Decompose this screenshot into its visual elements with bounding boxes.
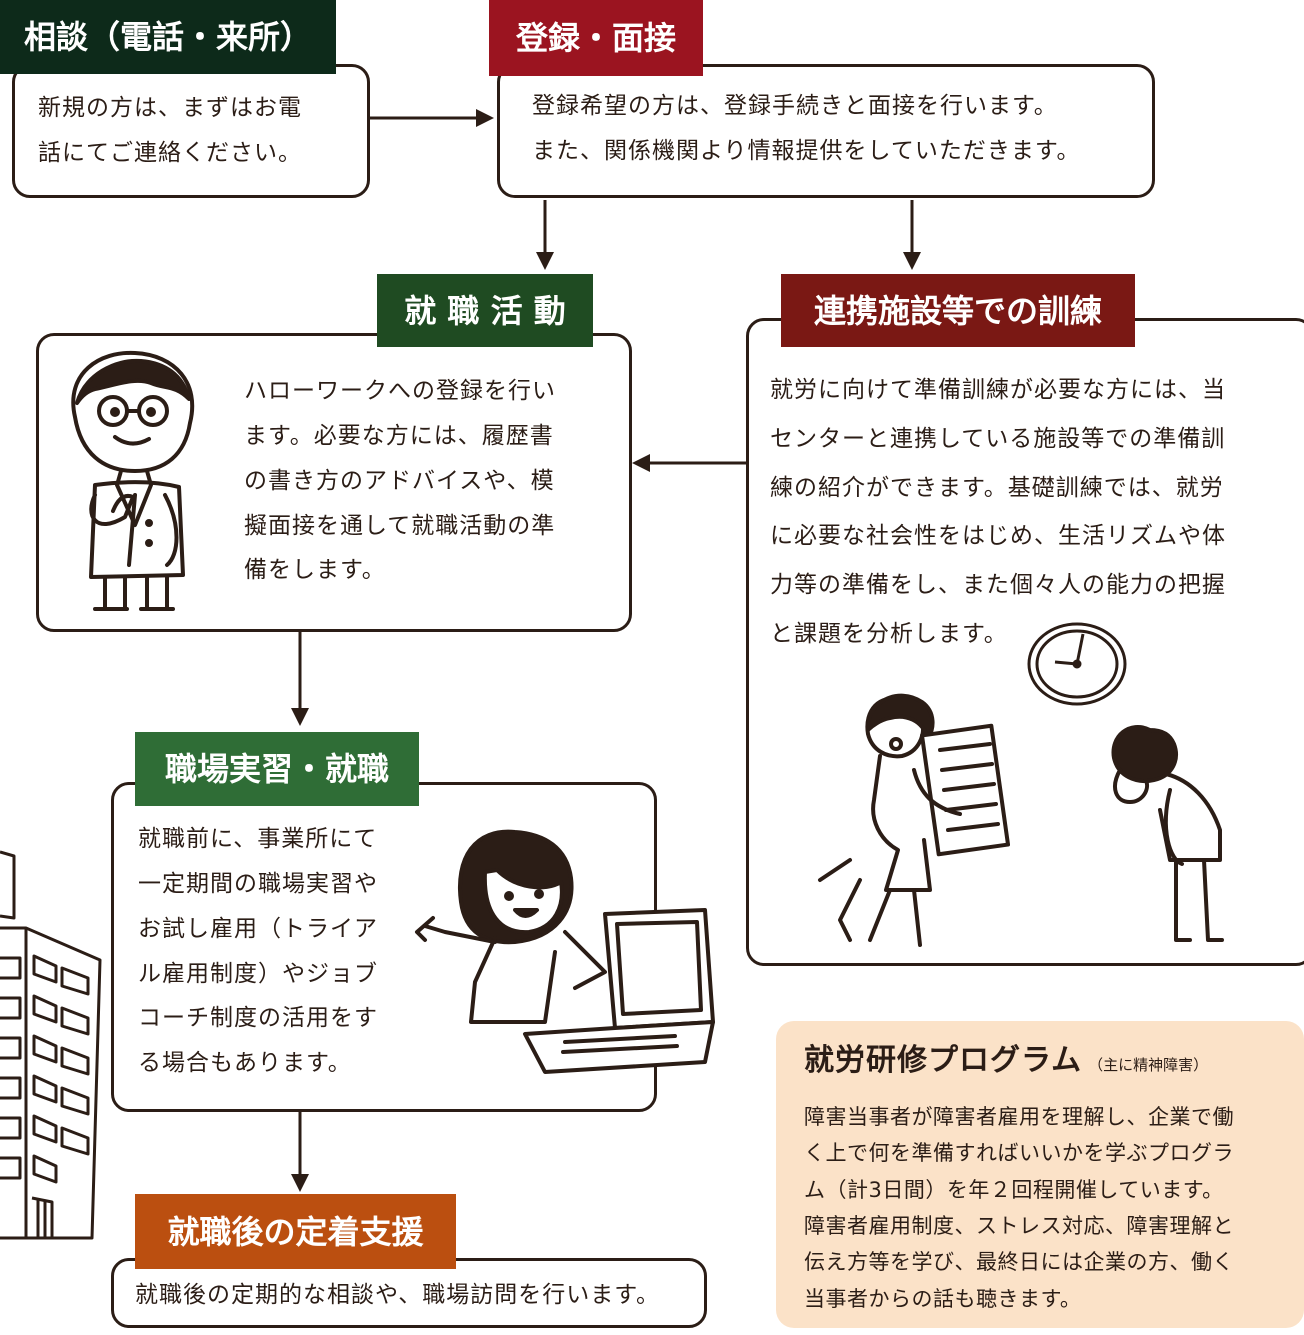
consult-text: 新規の方は、まずはお電 話にてご連絡ください。 xyxy=(38,95,302,166)
consult-title: 相談（電話・来所） xyxy=(0,0,336,74)
register-text: 登録希望の方は、登録手続きと面接を行います。 また、関係機関より情報提供をしてい… xyxy=(532,93,1081,164)
program-text: 障害当事者が障害者雇用を理解し、企業で働 く上で何を準備すればいいかを学ぶプログ… xyxy=(804,1105,1234,1311)
people-bowing-icon xyxy=(818,693,1224,947)
man-with-glasses-icon xyxy=(71,350,195,611)
job-activity-text: ハローワークへの登録を行い ます。必要な方には、履歴書 の書き方のアドバイスや、… xyxy=(244,378,556,584)
support-text: 就職後の定期的な相談や、職場訪問を行います。 xyxy=(135,1282,661,1308)
register-box xyxy=(497,64,1155,198)
woman-with-laptop-icon xyxy=(415,829,715,1074)
consult-box xyxy=(12,64,370,198)
arrowhead-right xyxy=(476,109,494,127)
program-title: 就労研修プログラム xyxy=(804,1043,1083,1078)
training-text: 就労に向けて準備訓練が必要な方には、当 センターと連携している施設等での準備訓 … xyxy=(770,377,1226,647)
office-building-icon xyxy=(0,850,102,1240)
register-title: 登録・面接 xyxy=(489,0,703,76)
workplace-title: 職場実習・就職 xyxy=(135,732,419,806)
clock-icon xyxy=(1027,622,1127,706)
job-activity-title: 就 職 活 動 xyxy=(377,274,593,347)
program-panel: 就労研修プログラム （主に精神障害） 障害当事者が障害者雇用を理解し、企業で働 く… xyxy=(776,1021,1304,1328)
training-title: 連携施設等での訓練 xyxy=(781,274,1135,347)
support-title: 就職後の定着支援 xyxy=(135,1194,456,1269)
program-subtitle: （主に精神障害） xyxy=(1088,1056,1209,1074)
program-heading: 就労研修プログラム （主に精神障害） xyxy=(804,1035,1208,1079)
workplace-text: 就職前に、事業所にて 一定期間の職場実習や お試し雇用（トライア ル雇用制度）や… xyxy=(138,826,378,1077)
